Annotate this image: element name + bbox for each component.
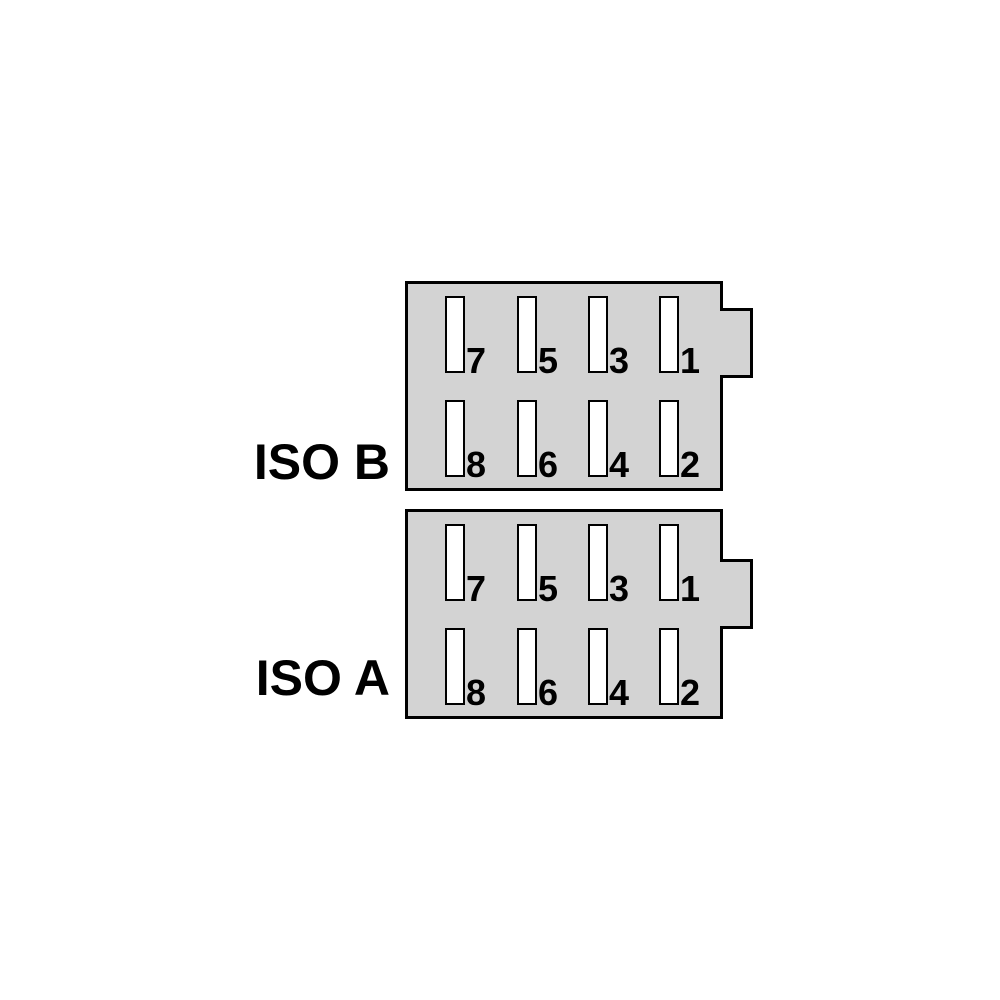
iso-b-pin-slot (588, 296, 608, 373)
iso-b-pin-number: 5 (538, 340, 559, 381)
iso-b-pin-number: 1 (680, 340, 701, 381)
iso-a-pin-number: 4 (609, 672, 630, 713)
iso-a-pin-slot (588, 628, 608, 705)
iso-a-pin-number: 7 (466, 568, 487, 609)
iso-a-label: ISO A (255, 650, 390, 706)
iso-b-pin-number: 2 (680, 444, 701, 485)
iso-b-pin-number: 8 (466, 444, 487, 485)
iso-a-pin-slot (445, 628, 465, 705)
iso-a-pin-number: 2 (680, 672, 701, 713)
iso-a-pin-slot (659, 628, 679, 705)
iso-b-pin-slot (659, 296, 679, 373)
iso-b-pin-slot (445, 400, 465, 477)
iso-b-pin-number: 3 (609, 340, 630, 381)
iso-b-pin-slot (517, 400, 537, 477)
iso-b-pin-number: 7 (466, 340, 487, 381)
iso-a-pin-slot (517, 524, 537, 601)
iso-b-pin-slot (445, 296, 465, 373)
iso-b-latch-tab (720, 308, 753, 378)
iso-a-pin-slot (517, 628, 537, 705)
iso-a-pin-number: 8 (466, 672, 487, 713)
iso-a-pin-number: 6 (538, 672, 559, 713)
iso-b-pin-slot (659, 400, 679, 477)
iso-a-pin-number: 5 (538, 568, 559, 609)
iso-a-pin-number: 1 (680, 568, 701, 609)
iso-b-pin-slot (517, 296, 537, 373)
iso-a-pin-slot (659, 524, 679, 601)
iso-a-latch-tab (720, 559, 753, 629)
iso-a-pin-slot (588, 524, 608, 601)
iso-b-label: ISO B (253, 434, 390, 490)
iso-a-pin-number: 3 (609, 568, 630, 609)
iso-b-pin-number: 4 (609, 444, 630, 485)
iso-b-pin-slot (588, 400, 608, 477)
iso-a-pin-slot (445, 524, 465, 601)
iso-b-pin-number: 6 (538, 444, 559, 485)
